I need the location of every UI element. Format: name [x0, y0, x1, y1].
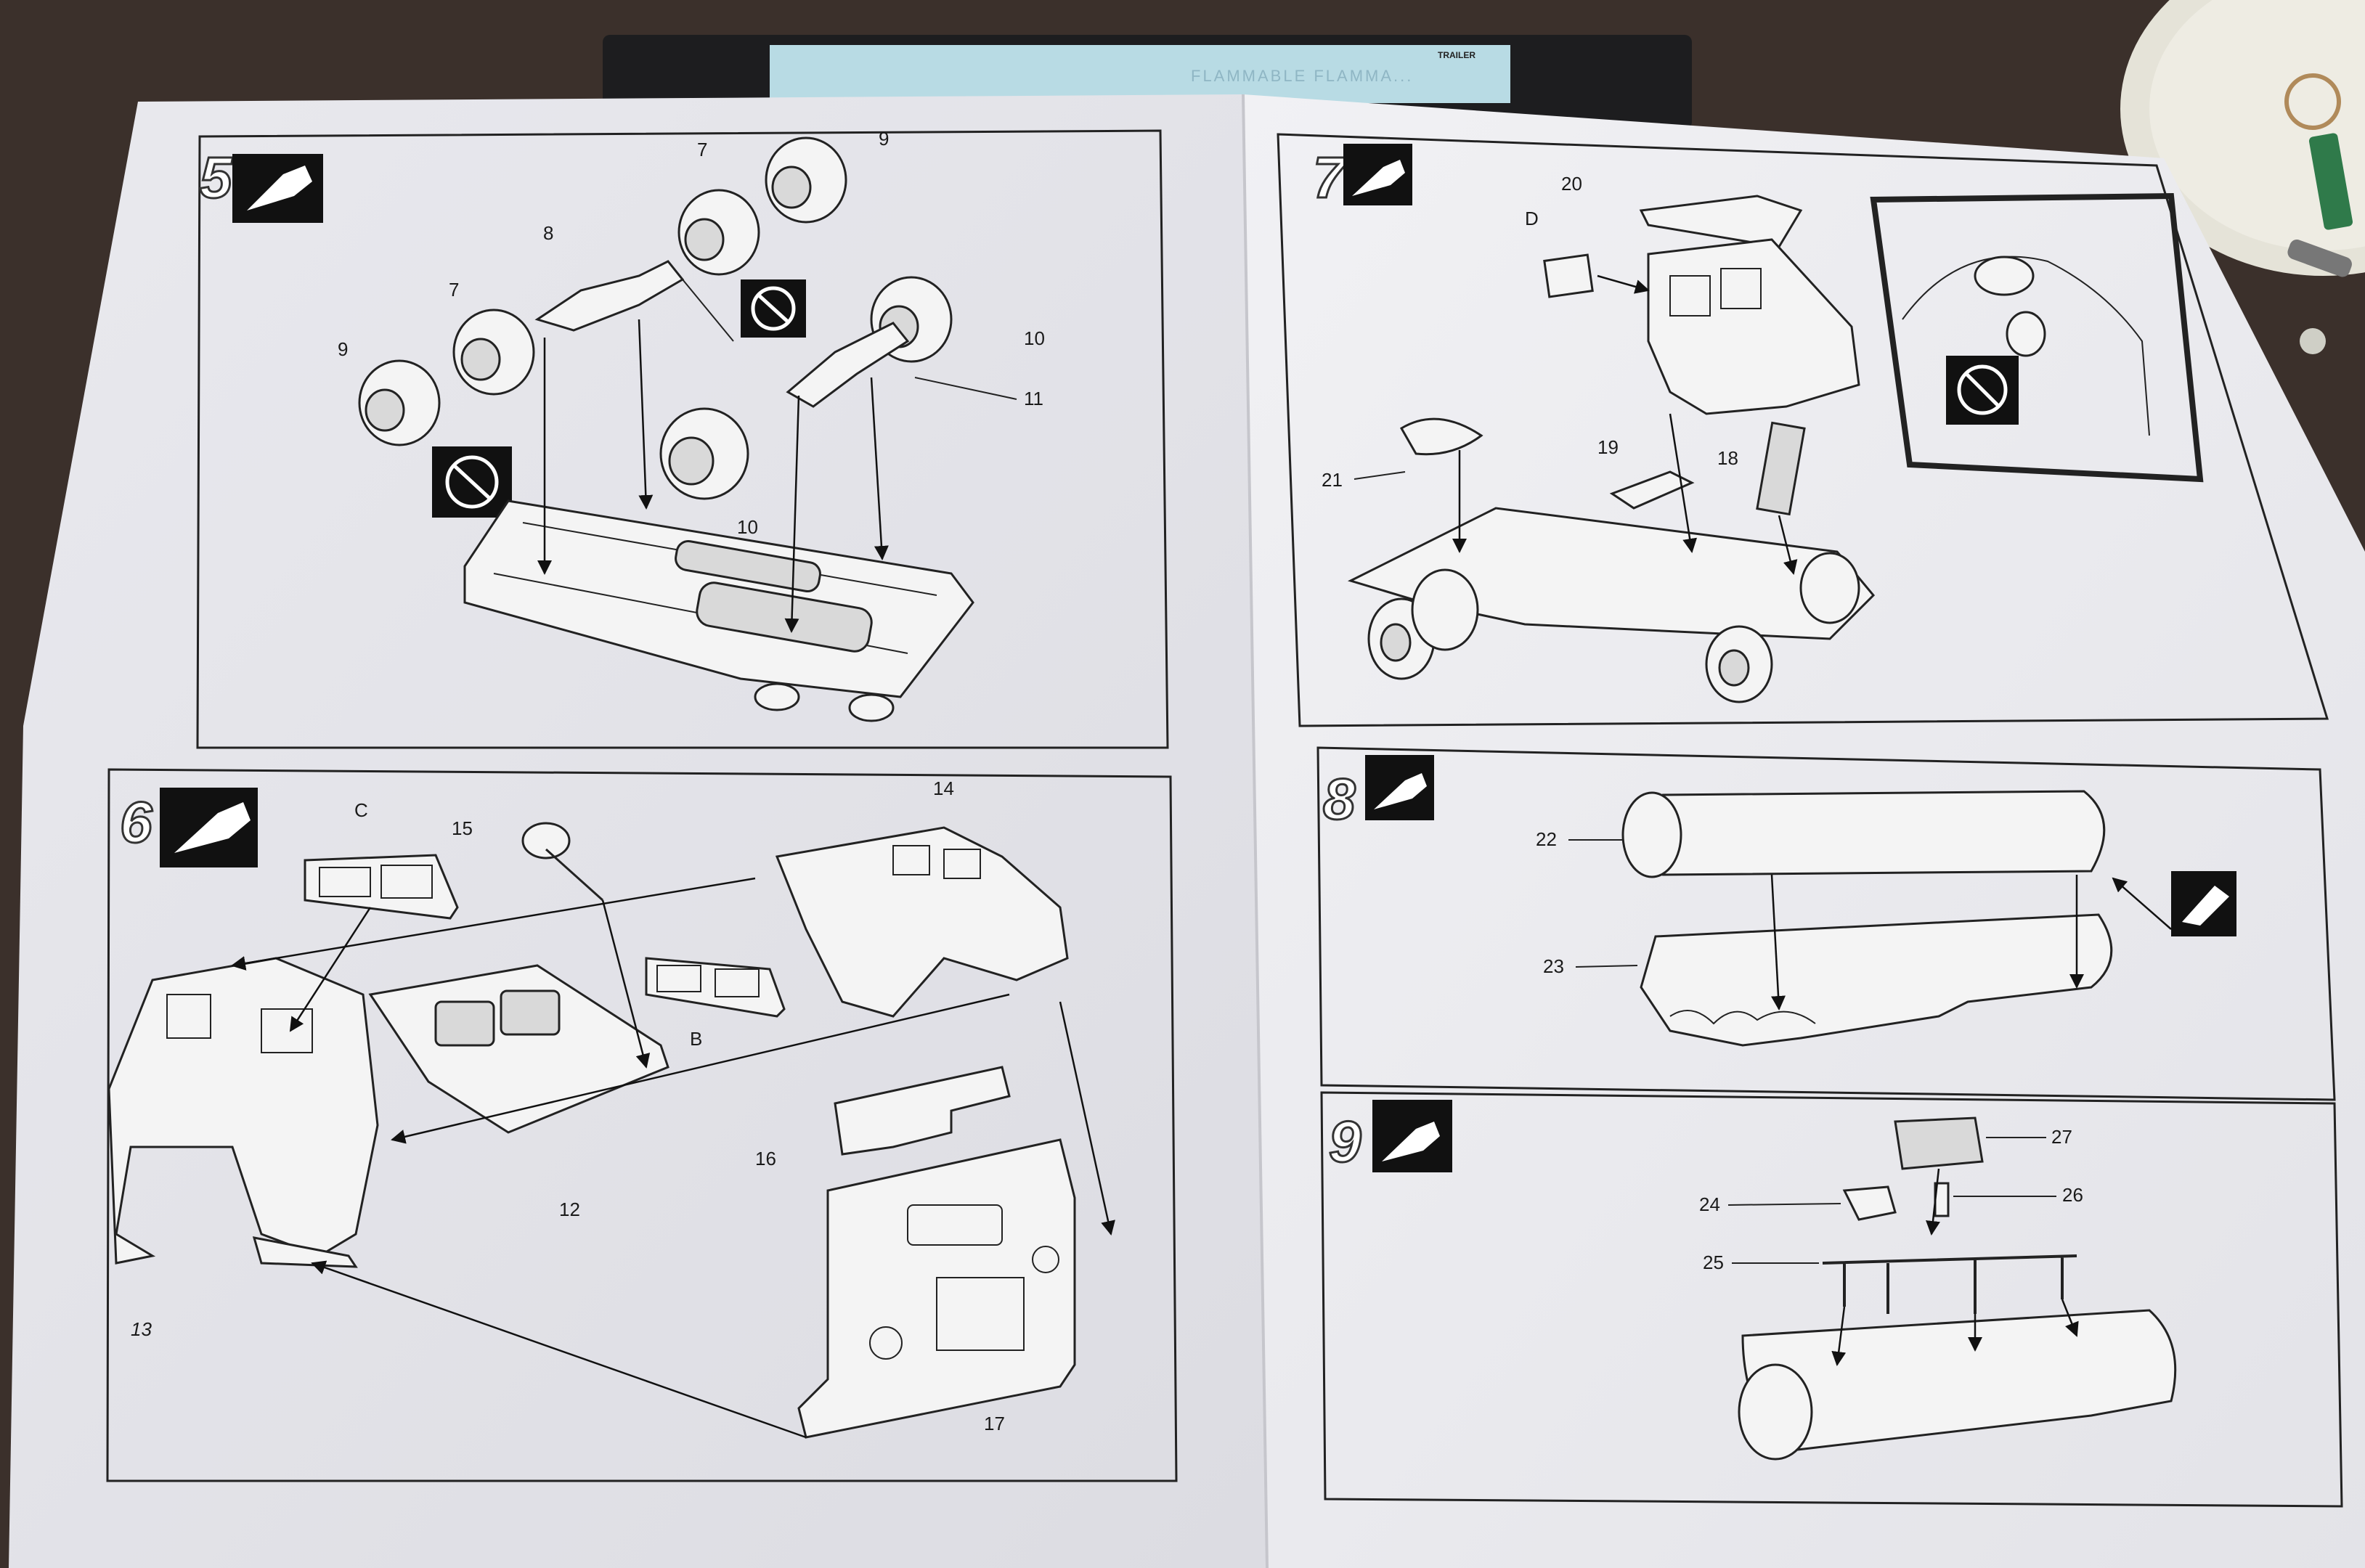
tank-assembled	[1738, 1309, 2177, 1461]
step-5-label-7-left: 7	[449, 279, 459, 301]
step-5-panel: 5	[196, 128, 1169, 749]
tank-bottom	[1640, 913, 2113, 1047]
cab-roof	[1639, 195, 1803, 248]
chassis-frame	[463, 499, 974, 722]
step-6-number: 6	[120, 790, 152, 854]
step-5-label-7-top: 7	[697, 139, 707, 160]
step-7-number: 7	[1313, 145, 1348, 210]
firewall	[834, 1066, 1011, 1156]
step-7-label-20: 20	[1561, 173, 1582, 195]
step-5-label-8: 8	[543, 222, 553, 244]
cab-assembled	[1647, 238, 1860, 415]
no-glue-icon-7	[1946, 356, 2019, 425]
steering-wheel	[521, 822, 571, 859]
step-6-label-b: B	[690, 1028, 702, 1050]
step-7-label-19: 19	[1597, 436, 1619, 458]
no-glue-icon-1	[741, 279, 806, 338]
step-9-label-24: 24	[1699, 1193, 1720, 1215]
step-6-label-14: 14	[933, 777, 954, 799]
step-9-label-26: 26	[2062, 1184, 2083, 1206]
no-glue-icon-2	[432, 446, 512, 518]
glue-icon-6	[160, 788, 258, 867]
part-25-manifold	[1822, 1254, 2077, 1314]
steering-column	[1609, 470, 1695, 510]
step-9-label-27: 27	[2051, 1126, 2072, 1148]
step-5-label-9-top: 9	[879, 128, 889, 150]
glue-icon-9	[1372, 1100, 1452, 1172]
cab-body	[107, 957, 379, 1265]
step-5-label-10-bottom: 10	[737, 516, 758, 538]
step-7-label-18: 18	[1717, 447, 1738, 469]
wheel-10-bottom	[659, 407, 749, 500]
step-6-label-15: 15	[452, 817, 473, 839]
wheel-9-top	[765, 136, 847, 224]
window-d	[1543, 253, 1594, 298]
step-8-label-23: 23	[1543, 955, 1564, 977]
step-9-number: 9	[1329, 1109, 1361, 1174]
step-8-label-22: 22	[1536, 828, 1557, 850]
wheel-7-left	[452, 309, 535, 396]
box-header-text: TRAILER	[1438, 50, 1475, 60]
glue-icon-7	[1343, 144, 1412, 205]
radiator-part	[1756, 421, 1806, 516]
box-label-text: FLAMMABLE FLAMMA...	[1191, 67, 1413, 85]
step-6-label-c: C	[354, 799, 368, 821]
step-5-label-10-right: 10	[1024, 327, 1045, 349]
step-8-panel: 8 22 23	[1316, 746, 2336, 1101]
part-27	[1894, 1116, 1984, 1170]
step-7-label-21: 21	[1322, 469, 1343, 491]
wheel-7-top	[677, 189, 760, 276]
step-6-panel: 6	[106, 768, 1178, 1482]
step-6-label-12: 12	[559, 1199, 580, 1220]
inset-box	[1870, 192, 2204, 483]
step-6-label-16: 16	[755, 1148, 776, 1169]
horn-part	[1399, 417, 1483, 456]
cab-rear	[775, 826, 1069, 1018]
step-7-label-d: D	[1525, 208, 1539, 229]
paint-icon-8	[2171, 871, 2236, 936]
step-9-label-25: 25	[1703, 1251, 1724, 1273]
front-axle	[786, 322, 910, 408]
tank-top	[1621, 790, 2106, 878]
wheel-9-left	[358, 359, 441, 446]
step-6-label-13: 13	[131, 1318, 152, 1340]
glue-icon-8	[1365, 755, 1434, 820]
step-5-label-9-left: 9	[338, 338, 348, 360]
step-5-label-11: 11	[1024, 388, 1043, 409]
step-5-number: 5	[200, 145, 233, 210]
part-24	[1842, 1185, 1897, 1221]
step-8-number: 8	[1323, 767, 1356, 831]
step-7-panel: 7	[1277, 133, 2329, 727]
chassis-assembled	[1347, 507, 1876, 703]
step-9-panel: 9 27 24 26 25	[1320, 1091, 2343, 1508]
step-6-label-17: 17	[984, 1413, 1005, 1434]
rear-axle	[534, 260, 685, 332]
glue-icon	[232, 154, 323, 223]
